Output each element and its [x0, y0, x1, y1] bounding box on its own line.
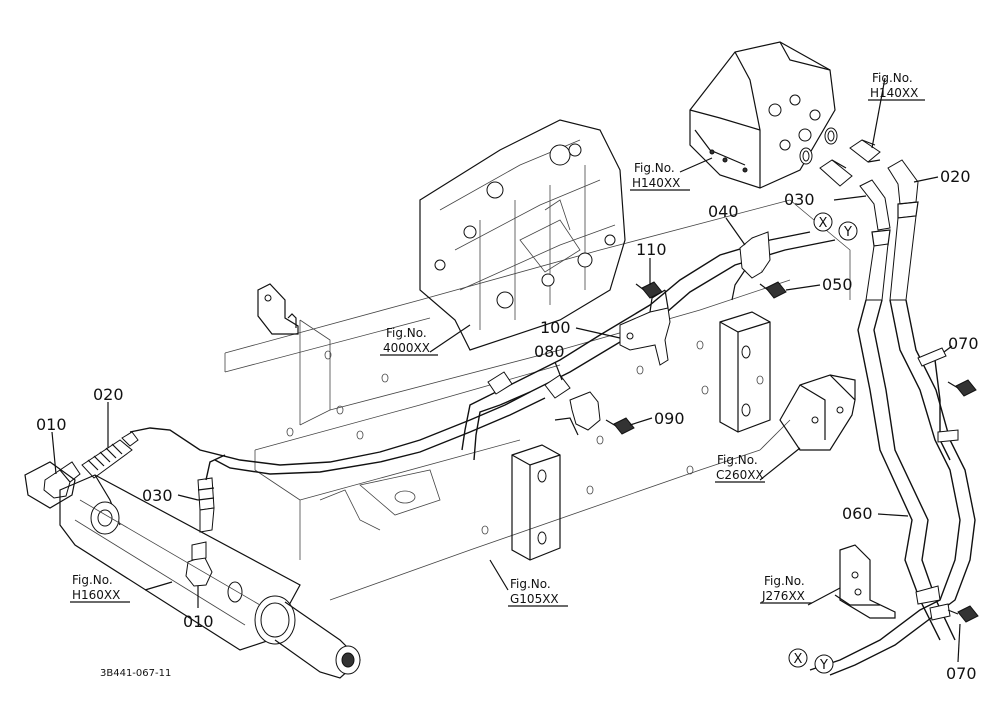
- connector-x-top: X: [813, 212, 833, 232]
- connector-x-bottom: X: [788, 648, 808, 668]
- part-label-010-left: 010: [36, 415, 67, 434]
- pipe-clamp-lower: [915, 585, 951, 621]
- part-label-070-top: 070: [948, 334, 979, 353]
- fig-ref-h160-label: Fig.No.: [72, 573, 113, 587]
- clamp-040: [731, 231, 771, 301]
- mounting-block-center: [511, 444, 561, 561]
- bracket-j276: [834, 544, 896, 619]
- fig-ref-h140-left-label: Fig.No.: [634, 161, 675, 175]
- svg-text:Y: Y: [819, 658, 828, 673]
- part-label-030-left: 030: [142, 486, 173, 505]
- fig-ref-g105-label: Fig.No.: [510, 577, 551, 591]
- part-label-020-top: 020: [940, 167, 971, 186]
- clamp-080-left: [487, 371, 513, 395]
- bolt-110: [635, 281, 663, 299]
- leader-lines: [51, 77, 961, 663]
- part-label-080: 080: [534, 342, 565, 361]
- o-ring-lower: [799, 147, 813, 165]
- pipe-clamp-upper: [917, 347, 959, 443]
- connector-y-top: Y: [838, 221, 858, 241]
- bracket-100: [619, 289, 671, 366]
- svg-text:X: X: [819, 216, 828, 231]
- frame-bracket-left: [257, 283, 299, 335]
- part-label-010-bottom: 010: [183, 612, 214, 631]
- part-label-020-left: 020: [93, 385, 124, 404]
- fig-ref-j276-label: Fig.No.: [764, 574, 805, 588]
- adapter-fitting-lower: [819, 159, 853, 187]
- hose-030-left: [197, 454, 226, 533]
- fig-ref-h160-code: H160XX: [72, 588, 120, 602]
- clamp-080-right: [544, 374, 571, 399]
- bracket-c260: [779, 374, 856, 451]
- svg-text:Y: Y: [843, 225, 852, 240]
- part-label-040: 040: [708, 202, 739, 221]
- part-label-090: 090: [654, 409, 685, 428]
- part-label-100: 100: [540, 318, 571, 337]
- fig-ref-h140-top-code: H140XX: [870, 86, 918, 100]
- engine-block: [419, 119, 626, 351]
- fig-ref-j276-code: J276XX: [761, 589, 805, 603]
- bracket-080: [554, 391, 601, 436]
- hose-020-left: [81, 431, 139, 479]
- fig-ref-c260-label: Fig.No.: [717, 453, 758, 467]
- steering-cylinder: [24, 461, 361, 679]
- upper-hose-030-right: [859, 179, 891, 301]
- hose-run-middle: [129, 231, 836, 475]
- part-label-030-top: 030: [784, 190, 815, 209]
- part-label-060: 060: [842, 504, 873, 523]
- part-label-070-bottom: 070: [946, 664, 977, 683]
- o-ring-upper: [824, 127, 838, 145]
- fig-ref-h140-top-label: Fig.No.: [872, 71, 913, 85]
- fig-ref-4000-code: 4000XX: [383, 341, 430, 355]
- fig-ref-g105-code: G105XX: [510, 592, 559, 606]
- fig-ref-h140-left-code: H140XX: [632, 176, 680, 190]
- bolt-070-upper: [947, 379, 977, 397]
- svg-text:X: X: [794, 652, 803, 667]
- part-label-110: 110: [636, 240, 667, 259]
- elbow-fitting-010-left: [43, 461, 81, 499]
- bolt-090: [605, 417, 635, 435]
- frame-holes: [286, 340, 764, 535]
- adapter-fitting-upper: [849, 139, 881, 163]
- drawing-code: 3B441-067-11: [100, 668, 171, 679]
- upper-hose-020-right: [887, 159, 919, 301]
- elbow-fitting-010-bottom: [185, 541, 213, 587]
- bolt-050: [759, 281, 787, 299]
- mounting-block-right: [719, 311, 771, 433]
- main-pipe-060: [809, 299, 976, 676]
- part-label-050: 050: [822, 275, 853, 294]
- tractor-frame: [224, 199, 851, 601]
- fig-ref-c260-code: C260XX: [716, 468, 764, 482]
- steering-unit: [689, 41, 836, 189]
- connector-y-bottom: Y: [814, 654, 834, 674]
- bolt-070-lower: [947, 605, 979, 623]
- fig-ref-4000-label: Fig.No.: [386, 326, 427, 340]
